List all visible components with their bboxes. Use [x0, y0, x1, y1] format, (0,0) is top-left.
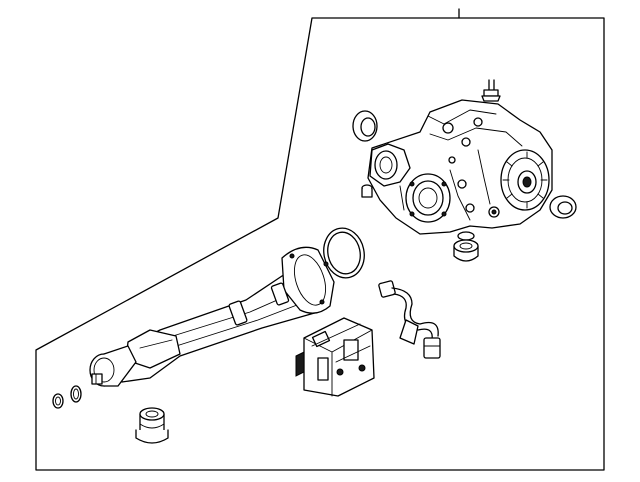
assembly-boundary-frame	[35, 17, 605, 471]
wiring-harness	[378, 280, 441, 359]
drain-plug	[361, 184, 373, 198]
axle-seal	[549, 195, 577, 219]
o-ring	[323, 227, 365, 279]
control-module	[295, 317, 375, 397]
pinion-seal	[352, 110, 378, 142]
rubber-bushing	[135, 407, 169, 444]
mounting-bolt	[481, 79, 501, 102]
output-seal	[453, 231, 479, 262]
torque-tube-housing	[89, 246, 335, 387]
small-o-rings	[52, 385, 82, 409]
differential-carrier-housing	[367, 99, 553, 235]
